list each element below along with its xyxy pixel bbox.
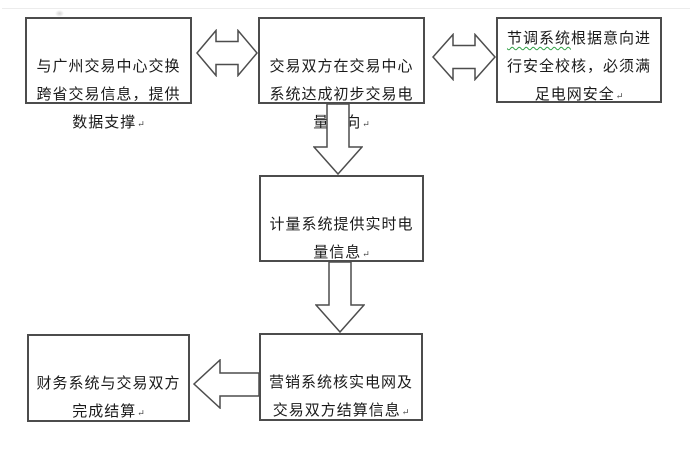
paragraph-mark: ↵ — [137, 408, 145, 418]
flowchart-node-marketing: 营销系统核实电网及 交易双方结算信息↵ — [259, 333, 423, 421]
paragraph-mark: ↵ — [362, 119, 370, 129]
flowchart-node-trade-intent: 交易双方在交易中心 系统达成初步交易电 量意向↵ — [258, 17, 425, 131]
faint-divider-line — [2, 8, 690, 9]
paragraph-mark: ↵ — [401, 407, 410, 417]
left-arrow-icon — [193, 359, 259, 409]
flowchart-node-guangzhou-exchange: 与广州交易中心交换 跨省交易信息，提供 数据支撑↵ — [25, 17, 192, 131]
node-text: 足电网安全 — [534, 87, 615, 103]
node-text-line: 行安全校核，必须满 — [506, 59, 651, 75]
node-text: 营销系统核实电网及 交易双方结算信息 — [268, 375, 413, 419]
paragraph-mark: ↵ — [615, 91, 624, 101]
node-text: 计量系统提供实时电 量信息 — [269, 217, 414, 261]
node-text: 根据意向进 — [571, 31, 652, 47]
bidirectional-arrow-icon — [196, 29, 258, 77]
down-arrow-icon — [313, 104, 363, 175]
bidirectional-arrow-icon — [432, 33, 496, 81]
node-text: 财务系统与交易双方 完成结算 — [36, 376, 181, 420]
flowchart-node-dispatch-check: 节调系统根据意向进 行安全校核，必须满 足电网安全↵ — [496, 17, 662, 103]
smudge-artifact — [55, 10, 64, 17]
node-text-line: 足电网安全↵ — [498, 81, 660, 110]
node-text: 与广州交易中心交换 跨省交易信息，提供 数据支撑 — [36, 59, 181, 131]
spellcheck-flagged-text: 节调系统 — [506, 31, 571, 47]
node-text-line: 节调系统根据意向进 — [498, 25, 660, 53]
node-text: 交易双方在交易中心 系统达成初步交易电 量意向 — [269, 59, 414, 131]
paragraph-mark: ↵ — [137, 119, 145, 129]
flowchart-node-metering: 计量系统提供实时电 量信息↵ — [259, 175, 424, 262]
flowchart-node-finance: 财务系统与交易双方 完成结算↵ — [27, 334, 190, 422]
down-arrow-icon — [315, 262, 365, 333]
paragraph-mark: ↵ — [362, 249, 370, 259]
